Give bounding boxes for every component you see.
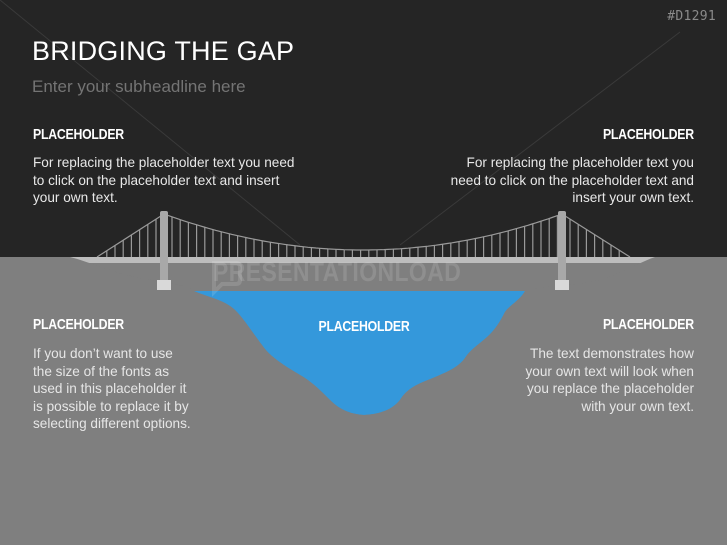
main-cable (163, 213, 561, 251)
text-line: For replacing the placeholder text you (466, 155, 694, 170)
bottom-right-heading[interactable]: PLACEHOLDER (603, 316, 694, 333)
top-left-heading[interactable]: PLACEHOLDER (33, 126, 124, 143)
top-band (0, 0, 727, 258)
watermark: PRESENTATIONLOAD (213, 257, 462, 287)
tower-base (555, 280, 569, 290)
top-left-body[interactable]: For replacing the placeholder text you n… (33, 154, 343, 207)
text-line: your own text will look when (525, 363, 695, 379)
text-line: If you don’t want to use (33, 346, 173, 361)
text-line: to click on the placeholder text and ins… (33, 172, 280, 188)
water-body (190, 291, 525, 415)
side-cable (96, 213, 165, 258)
suspension-cables (96, 213, 631, 258)
top-right-body[interactable]: For replacing the placeholder text you n… (384, 154, 694, 207)
text-line: is possible to replace it by (33, 398, 189, 414)
text-line: you replace the placeholder (526, 381, 694, 396)
left-tower (157, 211, 171, 290)
right-tower (555, 211, 569, 290)
diagonal-lines (0, 0, 681, 246)
text-line: need to click on the placeholder text an… (450, 172, 694, 188)
text-line: selecting different options. (33, 416, 191, 431)
text-line: The text demonstrates how (530, 346, 694, 361)
text-line: the size of the fonts as (33, 363, 170, 379)
bridge-deck (60, 257, 660, 263)
bottom-right-body[interactable]: The text demonstrates how your own text … (464, 345, 695, 415)
slide-id-label: #D1291 (667, 9, 716, 24)
tower-pillar (160, 211, 168, 284)
side-cable (561, 213, 631, 258)
speech-bubble-logo-icon (212, 261, 242, 297)
left-cliff (0, 257, 364, 545)
text-line: with your own text. (581, 398, 694, 414)
text-line: For replacing the placeholder text you n… (33, 155, 295, 170)
text-line: your own text. (33, 190, 118, 205)
page-title[interactable]: BRIDGING THE GAP (32, 36, 295, 66)
water-heading[interactable]: PLACEHOLDER (318, 318, 410, 335)
right-cliff (364, 257, 727, 545)
tower-pillar (558, 211, 566, 284)
page-subtitle[interactable]: Enter your subheadline here (32, 77, 246, 96)
bottom-left-heading[interactable]: PLACEHOLDER (33, 316, 124, 333)
bottom-left-body[interactable]: If you don’t want to use the size of the… (33, 345, 253, 433)
diagonal-line (399, 31, 681, 246)
text-line: insert your own text. (572, 190, 694, 205)
top-right-heading[interactable]: PLACEHOLDER (603, 126, 694, 143)
text-line: used in this placeholder it (33, 381, 187, 396)
diagonal-line (0, 0, 301, 246)
tower-base (157, 280, 171, 290)
